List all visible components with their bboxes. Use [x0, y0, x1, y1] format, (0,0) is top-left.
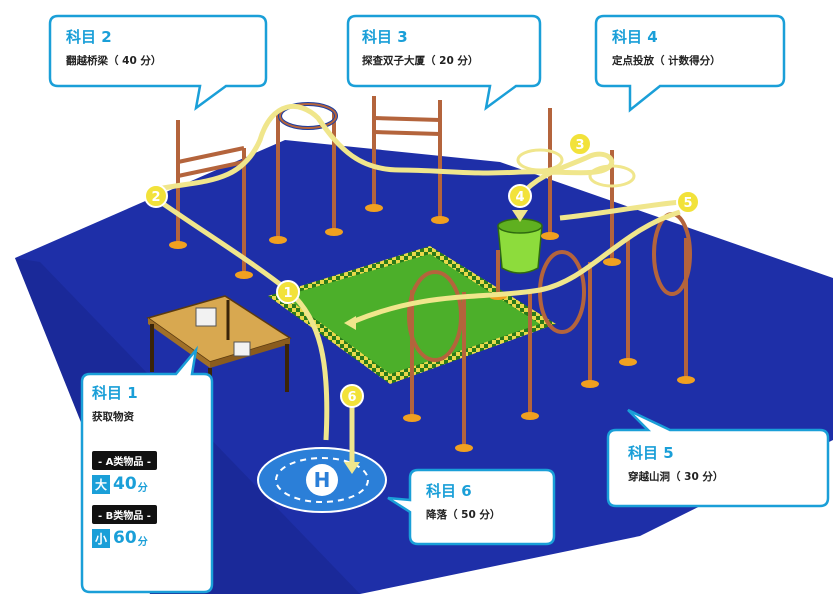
callout-6-title: 科目 6 — [426, 480, 550, 501]
pole-base — [521, 412, 539, 420]
pole-base — [431, 216, 449, 224]
class-b-label: - B类物品 - — [92, 505, 157, 524]
pole-base — [455, 444, 473, 452]
supply-box-large — [196, 308, 216, 326]
pole-base — [541, 232, 559, 240]
pole-base — [603, 258, 621, 266]
class-b-size: 小 — [92, 529, 110, 548]
class-a-unit: 分 — [138, 479, 148, 494]
pole-base — [235, 271, 253, 279]
marker-4-label: 4 — [515, 190, 524, 205]
class-a-label: - A类物品 - — [92, 451, 157, 470]
class-a-size: 大 — [92, 475, 110, 494]
callout-6-desc: 降落（ 50 分） — [426, 507, 550, 522]
pole-base — [325, 228, 343, 236]
supply-box-small — [234, 342, 250, 356]
pole-base — [169, 241, 187, 249]
callout-1: 科目 1 获取物资 - A类物品 - 大 40 分 - B类物品 - 小 60 … — [92, 382, 210, 548]
callout-3: 科目 3 探查双子大厦（ 20 分） — [362, 26, 538, 68]
callout-5-title: 科目 5 — [628, 442, 824, 463]
callout-1-desc: 获取物资 — [92, 409, 210, 424]
callout-2-desc: 翻越桥梁（ 40 分） — [66, 53, 256, 68]
callout-1-title: 科目 1 — [92, 382, 210, 403]
pole-base — [581, 380, 599, 388]
callout-3-title: 科目 3 — [362, 26, 538, 47]
callout-4-desc: 定点投放（ 计数得分） — [612, 53, 782, 68]
marker-1-label: 1 — [283, 286, 292, 301]
pole-base — [403, 414, 421, 422]
class-b-value: 60 — [113, 528, 137, 548]
pole-base — [365, 204, 383, 212]
marker-3-label: 3 — [575, 138, 584, 153]
helipad-letter: H — [314, 468, 331, 492]
marker-2-label: 2 — [151, 190, 160, 205]
helipad: H — [258, 448, 386, 512]
callout-2-title: 科目 2 — [66, 26, 256, 47]
callout-5-desc: 穿越山洞（ 30 分） — [628, 469, 824, 484]
marker-5-label: 5 — [683, 196, 692, 211]
callout-4-title: 科目 4 — [612, 26, 782, 47]
callout-3-desc: 探查双子大厦（ 20 分） — [362, 53, 538, 68]
pole-base — [619, 358, 637, 366]
class-b-unit: 分 — [138, 533, 148, 548]
drop-bucket — [498, 219, 542, 273]
callout-4: 科目 4 定点投放（ 计数得分） — [612, 26, 782, 68]
marker-6-label: 6 — [347, 390, 356, 405]
callout-6: 科目 6 降落（ 50 分） — [426, 480, 550, 522]
callout-2: 科目 2 翻越桥梁（ 40 分） — [66, 26, 256, 68]
pole-base — [677, 376, 695, 384]
pole-base — [269, 236, 287, 244]
class-a-value: 40 — [113, 474, 137, 494]
callout-5: 科目 5 穿越山洞（ 30 分） — [628, 442, 824, 484]
